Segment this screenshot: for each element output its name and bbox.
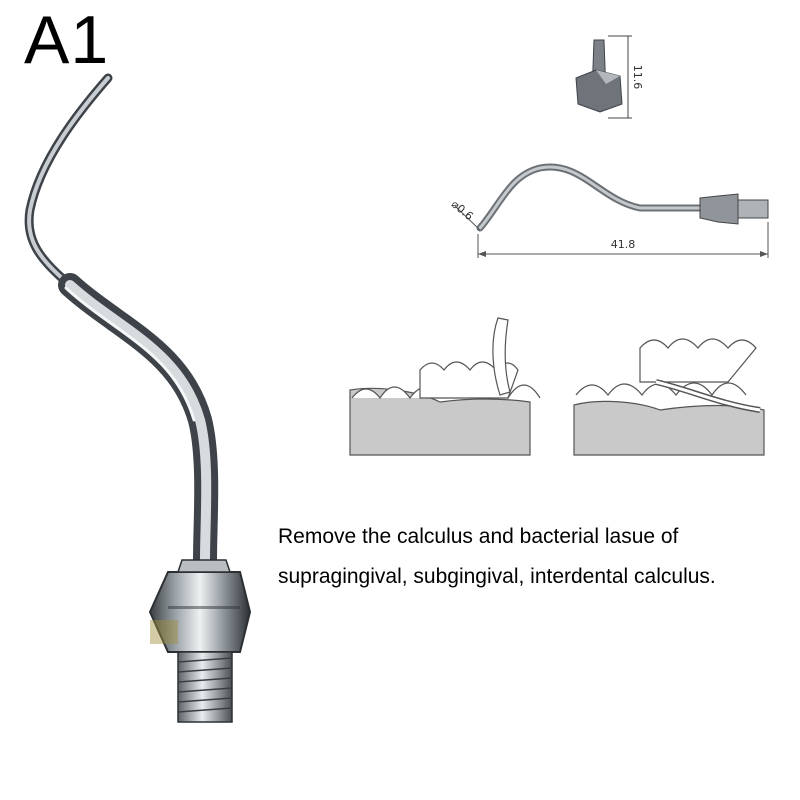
length-dimension: 41.8 — [611, 238, 636, 251]
height-dimension: 11.6 — [631, 65, 644, 90]
teeth-illustration-right — [573, 338, 765, 456]
teeth-illustration-left — [349, 317, 541, 456]
diameter-dimension: ⌀0.6 — [449, 198, 476, 223]
description: Remove the calculus and bacterial lasue … — [278, 517, 716, 597]
description-line-1: Remove the calculus and bacterial lasue … — [278, 525, 679, 548]
nut-diagram — [575, 35, 632, 119]
model-label: A1 — [24, 2, 110, 78]
description-line-2: supragingival, subgingival, interdental … — [278, 565, 716, 588]
side-view-diagram — [454, 163, 769, 258]
